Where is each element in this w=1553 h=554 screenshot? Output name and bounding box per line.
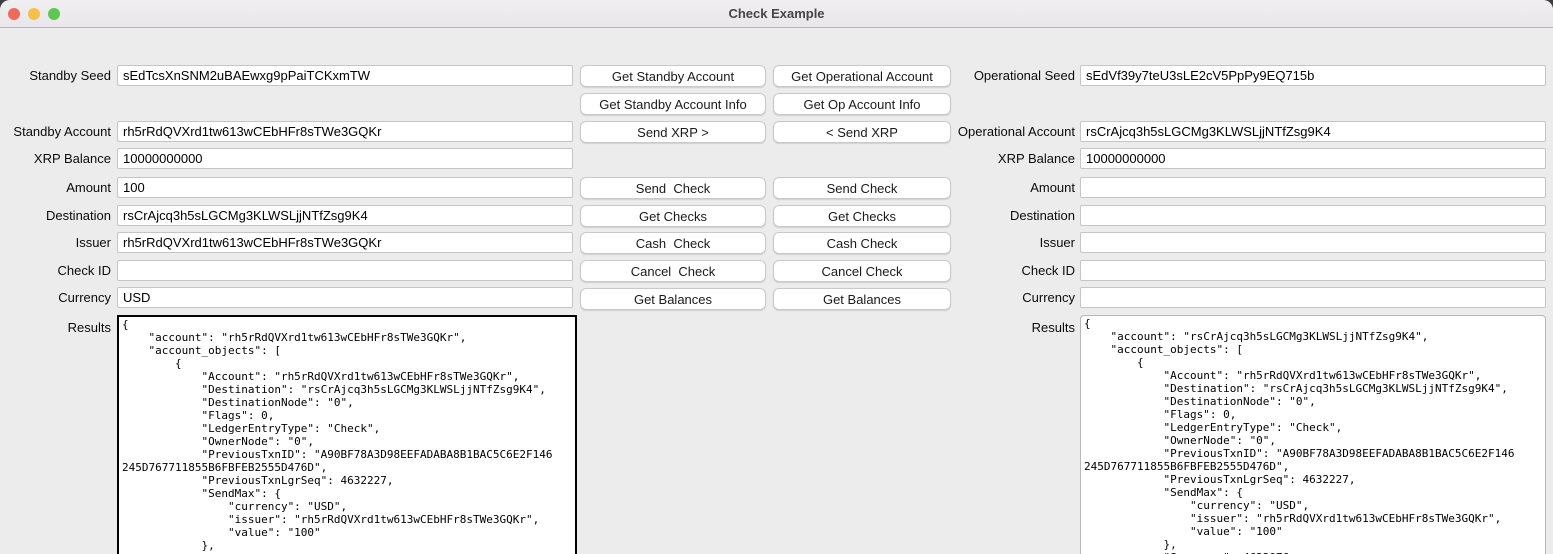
standby-issuer-label: Issuer <box>75 235 111 250</box>
cancel-check-standby-button[interactable]: Cancel Check <box>580 260 766 282</box>
operational-seed-input[interactable] <box>1080 65 1546 86</box>
standby-results-label: Results <box>67 320 111 335</box>
operational-currency-input[interactable] <box>1080 287 1546 308</box>
standby-currency-input[interactable] <box>117 287 573 308</box>
standby-account-input[interactable] <box>117 121 573 142</box>
operational-destination-input[interactable] <box>1080 205 1546 226</box>
standby-amount-label: Amount <box>66 180 111 195</box>
operational-check-id-input[interactable] <box>1080 260 1546 281</box>
operational-xrp-balance-label: XRP Balance <box>997 151 1075 166</box>
operational-results-textarea[interactable]: { "account": "rsCrAjcq3h5sLGCMg3KLWSLjjN… <box>1080 315 1546 554</box>
get-balances-standby-button[interactable]: Get Balances <box>580 288 766 310</box>
operational-seed-label: Operational Seed <box>973 68 1075 83</box>
operational-destination-label: Destination <box>1009 208 1075 223</box>
standby-account-label: Standby Account <box>13 124 111 139</box>
title-bar[interactable]: Check Example <box>0 0 1553 28</box>
standby-issuer-input[interactable] <box>117 232 573 253</box>
get-checks-standby-button[interactable]: Get Checks <box>580 205 766 227</box>
cancel-check-operational-button[interactable]: Cancel Check <box>773 260 951 282</box>
operational-currency-label: Currency <box>1022 290 1075 305</box>
standby-currency-label: Currency <box>58 290 111 305</box>
operational-account-input[interactable] <box>1080 121 1546 142</box>
get-op-account-info-button[interactable]: Get Op Account Info <box>773 93 951 115</box>
standby-destination-input[interactable] <box>117 205 573 226</box>
traffic-lights <box>8 8 60 20</box>
get-checks-operational-button[interactable]: Get Checks <box>773 205 951 227</box>
operational-check-id-label: Check ID <box>1021 263 1075 278</box>
operational-issuer-label: Issuer <box>1039 235 1075 250</box>
send-xrp-to-operational-button[interactable]: Send XRP > <box>580 121 766 143</box>
standby-xrp-balance-input[interactable] <box>117 148 573 169</box>
operational-account-label: Operational Account <box>957 124 1075 139</box>
standby-destination-label: Destination <box>45 208 111 223</box>
standby-seed-input[interactable] <box>117 65 573 86</box>
minimize-icon[interactable] <box>28 8 40 20</box>
cash-check-operational-button[interactable]: Cash Check <box>773 232 951 254</box>
operational-results-label: Results <box>1031 320 1075 335</box>
get-balances-operational-button[interactable]: Get Balances <box>773 288 951 310</box>
standby-amount-input[interactable] <box>117 177 573 198</box>
get-standby-account-button[interactable]: Get Standby Account <box>580 65 766 87</box>
close-icon[interactable] <box>8 8 20 20</box>
operational-xrp-balance-input[interactable] <box>1080 148 1546 169</box>
send-check-standby-button[interactable]: Send Check <box>580 177 766 199</box>
standby-check-id-input[interactable] <box>117 260 573 281</box>
standby-seed-label: Standby Seed <box>29 68 111 83</box>
operational-issuer-input[interactable] <box>1080 232 1546 253</box>
standby-check-id-label: Check ID <box>57 263 111 278</box>
standby-xrp-balance-label: XRP Balance <box>33 151 111 166</box>
main-content: Standby Seed Standby Account XRP Balance… <box>0 29 1553 554</box>
cash-check-standby-button[interactable]: Cash Check <box>580 232 766 254</box>
send-xrp-to-standby-button[interactable]: < Send XRP <box>773 121 951 143</box>
get-standby-account-info-button[interactable]: Get Standby Account Info <box>580 93 766 115</box>
operational-amount-label: Amount <box>1030 180 1075 195</box>
get-operational-account-button[interactable]: Get Operational Account <box>773 65 951 87</box>
send-check-operational-button[interactable]: Send Check <box>773 177 951 199</box>
zoom-icon[interactable] <box>48 8 60 20</box>
window-title: Check Example <box>728 6 825 21</box>
operational-amount-input[interactable] <box>1080 177 1546 198</box>
standby-results-textarea[interactable]: { "account": "rh5rRdQVXrd1tw613wCEbHFr8s… <box>117 315 577 554</box>
